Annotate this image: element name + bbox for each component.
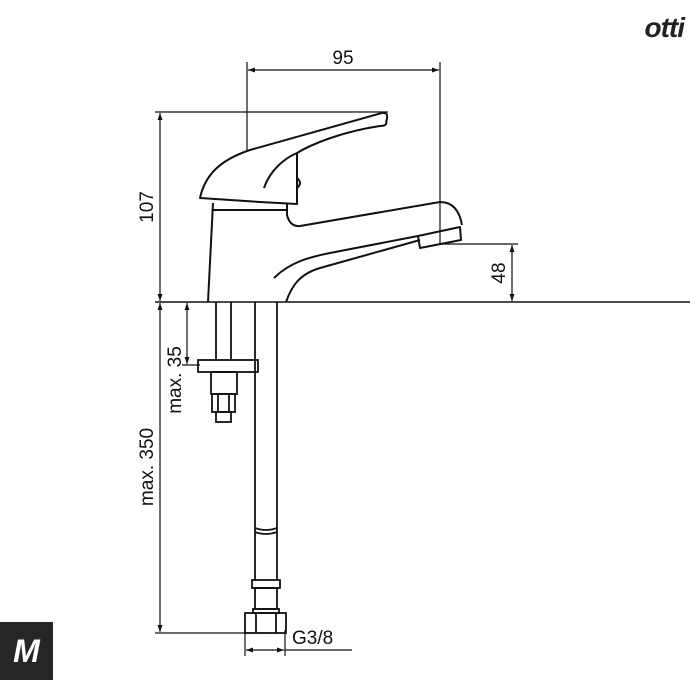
dim-max-thickness: max. 35 (165, 346, 186, 414)
dim-total-height: 107 (137, 191, 158, 223)
flexible-hose (244, 302, 287, 634)
dim-spout-height: 48 (489, 262, 510, 283)
dim-spout-reach: 95 (332, 48, 353, 69)
brand-logo: otti (644, 12, 685, 43)
corner-logo: M (0, 622, 53, 680)
dim-hose-length: max. 350 (137, 428, 158, 506)
faucet-body (199, 111, 463, 303)
dimension-lines (155, 62, 690, 656)
fixing-assembly (197, 302, 259, 423)
dim-connection: G3/8 (292, 628, 333, 649)
